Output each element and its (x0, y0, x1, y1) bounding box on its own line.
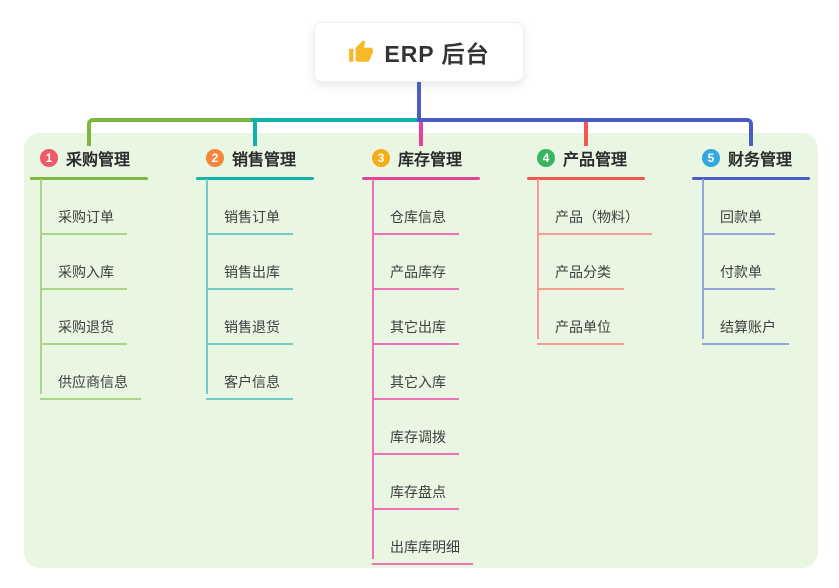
sub-node[interactable]: 产品单位 (537, 309, 624, 345)
sub-node[interactable]: 供应商信息 (40, 364, 141, 400)
branch-number-badge: 3 (372, 149, 390, 167)
branch-number-badge: 1 (40, 149, 58, 167)
sub-node[interactable]: 客户信息 (206, 364, 293, 400)
subtree-connector-line (372, 179, 374, 559)
branch-node-title[interactable]: 4 产品管理 (537, 145, 627, 171)
sub-node[interactable]: 采购入库 (40, 254, 127, 290)
sub-node[interactable]: 回款单 (702, 199, 775, 235)
sub-node[interactable]: 结算账户 (702, 309, 789, 345)
connector-segment-mid (251, 118, 423, 122)
branch-number-badge: 4 (537, 149, 555, 167)
thumbs-up-icon (349, 40, 374, 62)
connector-drop-line (584, 122, 588, 146)
root-node[interactable]: ERP 后台 (314, 22, 524, 82)
sub-node[interactable]: 销售退货 (206, 309, 293, 345)
subtree-connector-line (702, 179, 704, 339)
branch-underline (362, 177, 480, 180)
subtree-connector-line (537, 179, 539, 339)
sub-node[interactable]: 其它出库 (372, 309, 459, 345)
connector-drop-line (253, 122, 257, 146)
branch-title-label: 财务管理 (728, 152, 793, 169)
branch-number-badge: 2 (206, 149, 224, 167)
sub-node[interactable]: 产品库存 (372, 254, 459, 290)
connector-drop-line (419, 122, 423, 146)
branch-title-label: 库存管理 (398, 152, 463, 169)
sub-node[interactable]: 其它入库 (372, 364, 459, 400)
sub-node[interactable]: 采购订单 (40, 199, 127, 235)
sub-node[interactable]: 产品（物料） (537, 199, 652, 235)
sub-node[interactable]: 销售订单 (206, 199, 293, 235)
sub-node[interactable]: 库存盘点 (372, 474, 459, 510)
sub-node[interactable]: 采购退货 (40, 309, 127, 345)
sub-node[interactable]: 付款单 (702, 254, 775, 290)
branch-title-label: 产品管理 (563, 152, 628, 169)
branch-title-label: 采购管理 (66, 152, 131, 169)
root-title: ERP 后台 (384, 41, 490, 67)
sub-node[interactable]: 销售出库 (206, 254, 293, 290)
subtree-connector-line (40, 179, 42, 394)
branch-node-title[interactable]: 5 财务管理 (702, 145, 792, 171)
canvas-panel (24, 133, 818, 568)
branch-underline (692, 177, 810, 180)
branch-node-title[interactable]: 1 采购管理 (40, 145, 130, 171)
sub-node[interactable]: 出库库明细 (372, 529, 473, 565)
branch-number-badge: 5 (702, 149, 720, 167)
sub-node[interactable]: 仓库信息 (372, 199, 459, 235)
branch-underline (196, 177, 314, 180)
trunk-line (417, 82, 421, 122)
branch-underline (30, 177, 148, 180)
sub-node[interactable]: 库存调拨 (372, 419, 459, 455)
sub-node[interactable]: 产品分类 (537, 254, 624, 290)
branch-title-label: 销售管理 (232, 152, 297, 169)
branch-underline (527, 177, 645, 180)
subtree-connector-line (206, 179, 208, 394)
connector-segment-left (87, 118, 257, 146)
connector-segment-right (417, 118, 753, 146)
branch-node-title[interactable]: 2 销售管理 (206, 145, 296, 171)
branch-node-title[interactable]: 3 库存管理 (372, 145, 462, 171)
